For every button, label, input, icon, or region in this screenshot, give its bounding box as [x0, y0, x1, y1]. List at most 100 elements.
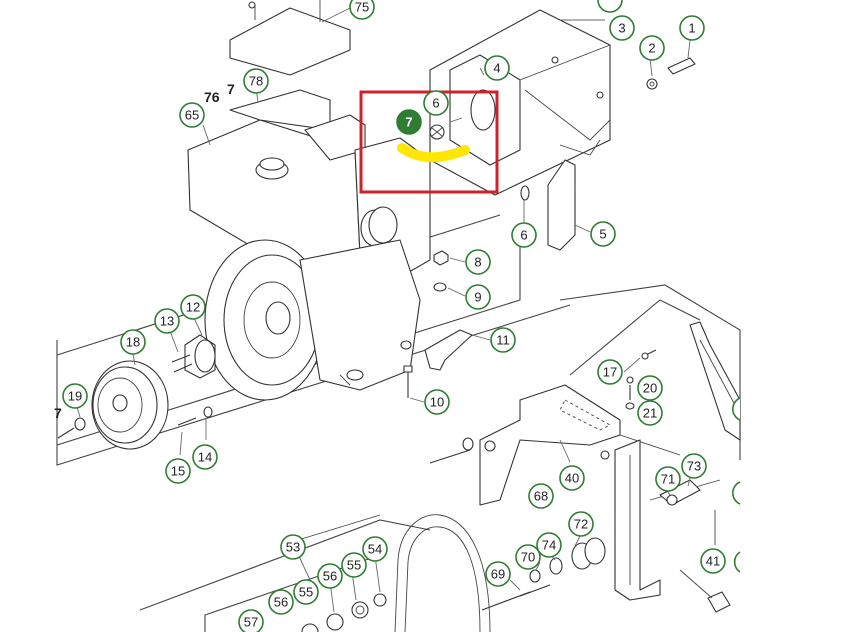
- callout-65[interactable]: 65: [179, 102, 205, 128]
- callout-13[interactable]: 13: [154, 308, 180, 334]
- callout-6[interactable]: 6: [423, 90, 449, 116]
- callout-72[interactable]: 72: [568, 511, 594, 537]
- callout-5[interactable]: 5: [590, 221, 616, 247]
- callout-71[interactable]: 71: [655, 466, 681, 492]
- callout-20[interactable]: 20: [637, 375, 663, 401]
- bearing-stack: [297, 553, 387, 632]
- callout-label: 68: [534, 489, 548, 504]
- throttle-bracket: [403, 329, 491, 403]
- idler-pulley-stack: [481, 535, 606, 611]
- callout-label: 71: [661, 472, 675, 487]
- callout-label: 7: [405, 115, 412, 130]
- callout-label: 11: [496, 333, 510, 348]
- callout-10[interactable]: 10: [424, 389, 450, 415]
- callout-label: 75: [355, 0, 369, 15]
- callout-label: 5: [599, 227, 606, 242]
- callout-75[interactable]: 75: [349, 0, 375, 20]
- callout-68[interactable]: 68: [528, 483, 554, 509]
- callouts: 75 3 1 2 78 4 65 6 7 6 5 8 9 12 13 18 11…: [62, 0, 726, 632]
- callout-label: 55: [299, 585, 313, 600]
- callout-label: 21: [643, 406, 657, 421]
- callout-56[interactable]: 56: [317, 563, 343, 589]
- pulley-fasteners: [57, 403, 213, 456]
- callout-label: 74: [542, 538, 556, 553]
- plain-label-76: 76: [204, 89, 220, 105]
- callout-label: 17: [603, 365, 617, 380]
- mount-plate: [520, 159, 591, 251]
- callout-1[interactable]: 1: [679, 15, 705, 41]
- callout-label: 19: [68, 389, 82, 404]
- callout-57[interactable]: 57: [238, 609, 264, 632]
- callout-15[interactable]: 15: [165, 458, 191, 484]
- callout-label: 53: [286, 540, 300, 555]
- callout-label: 40: [565, 471, 579, 486]
- callout-19[interactable]: 19: [62, 383, 88, 409]
- callout-69[interactable]: 69: [485, 561, 511, 587]
- breather-hose-group: [397, 117, 470, 163]
- callout-label: 2: [648, 41, 655, 56]
- bracket-bolts: [623, 349, 657, 410]
- callout-73[interactable]: 73: [681, 453, 707, 479]
- callout-11[interactable]: 11: [490, 327, 516, 353]
- plain-label-7: 7: [227, 81, 235, 97]
- callout-label: 57: [244, 615, 258, 630]
- callout-label: 55: [347, 558, 361, 573]
- offscreen-callout-fragments: [597, 0, 741, 573]
- callout-9[interactable]: 9: [465, 284, 491, 310]
- callout-label: 78: [249, 74, 263, 89]
- callout-40[interactable]: 40: [559, 465, 585, 491]
- callout-label: 8: [474, 255, 481, 270]
- breather-hose-highlight[interactable]: [397, 143, 470, 163]
- callout-label: 12: [186, 300, 200, 315]
- callout-6-lower[interactable]: 6: [511, 222, 537, 248]
- top-bracket: [229, 0, 351, 76]
- drive-belt: [394, 514, 491, 632]
- callout-3[interactable]: 3: [609, 15, 635, 41]
- plain-labels: 76 7 7: [54, 81, 235, 421]
- selection-highlight-box: [359, 90, 499, 194]
- callout-label: 18: [126, 335, 140, 350]
- callout-78[interactable]: 78: [243, 68, 269, 94]
- callout-label: 65: [185, 108, 199, 123]
- callout-53[interactable]: 53: [280, 534, 306, 560]
- callout-2[interactable]: 2: [639, 35, 665, 61]
- callout-4[interactable]: 4: [484, 55, 510, 81]
- adapter-plate: [449, 54, 521, 166]
- callout-41[interactable]: 41: [700, 548, 726, 574]
- callout-18[interactable]: 18: [120, 329, 146, 355]
- callout-17[interactable]: 17: [597, 359, 623, 385]
- callout-12[interactable]: 12: [180, 294, 206, 320]
- callout-7-selected[interactable]: 7: [396, 109, 422, 135]
- callout-55-lower[interactable]: 55: [293, 579, 319, 605]
- callout-label: 41: [706, 554, 720, 569]
- callout-70[interactable]: 70: [515, 544, 541, 570]
- callout-label: 69: [491, 567, 505, 582]
- callout-8[interactable]: 8: [465, 249, 491, 275]
- bolt-washer: [646, 39, 696, 90]
- callout-label: 13: [160, 314, 174, 329]
- callout-label: 56: [274, 595, 288, 610]
- nut-washer-pair: [433, 250, 466, 297]
- callout-label: 10: [430, 395, 444, 410]
- callout-label: 4: [493, 61, 500, 76]
- callout-74[interactable]: 74: [536, 532, 562, 558]
- plain-label-7-edge: 7: [54, 405, 62, 421]
- drive-pulley: [91, 353, 169, 450]
- callout-label: 6: [432, 96, 439, 111]
- callout-label: 15: [171, 464, 185, 479]
- callout-21[interactable]: 21: [637, 400, 663, 426]
- callout-55[interactable]: 55: [341, 552, 367, 578]
- callout-56-lower[interactable]: 56: [268, 589, 294, 615]
- engine-assembly: [187, 89, 431, 401]
- callout-54[interactable]: 54: [362, 536, 388, 562]
- callout-label: 20: [643, 381, 657, 396]
- callout-14[interactable]: 14: [192, 444, 218, 470]
- callout-label: 70: [521, 550, 535, 565]
- callout-label: 73: [687, 459, 701, 474]
- callout-label: 9: [474, 290, 481, 305]
- lower-bracket: [429, 384, 621, 506]
- callout-label: 1: [688, 21, 695, 36]
- drive-hub: [169, 317, 216, 379]
- callout-label: 14: [198, 450, 212, 465]
